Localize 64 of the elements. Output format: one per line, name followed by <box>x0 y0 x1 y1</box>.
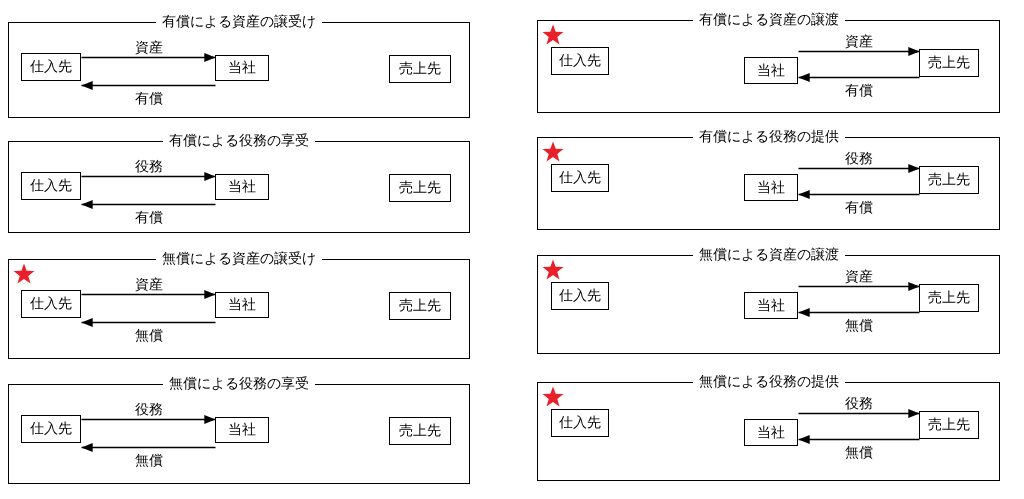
edge-label: 無償 <box>132 326 165 343</box>
party-box: 仕入先 <box>21 415 81 443</box>
panel-title: 無償による役務の享受 <box>163 374 315 392</box>
arrow <box>797 308 921 317</box>
edge-label: 資産 <box>843 32 875 49</box>
edge-label: 役務 <box>132 400 165 417</box>
arrow <box>797 282 921 291</box>
party-box: 売上先 <box>919 49 979 77</box>
party-box: 仕入先 <box>21 53 81 81</box>
panel-title: 無償による役務の提供 <box>692 372 845 390</box>
edge-label: 無償 <box>843 443 875 460</box>
panel-title: 有償による資産の譲受け <box>156 12 322 30</box>
edge-label: 有償 <box>132 89 165 106</box>
edge-label: 役務 <box>843 149 875 166</box>
edge-label: 有償 <box>843 198 875 215</box>
panel-title: 有償による役務の提供 <box>692 127 845 145</box>
arrow <box>80 200 217 209</box>
party-box: 当社 <box>744 292 798 319</box>
edge-label: 資産 <box>843 267 875 284</box>
edge-label: 有償 <box>132 208 165 225</box>
arrow <box>80 172 217 181</box>
party-box: 当社 <box>215 417 269 443</box>
arrow <box>80 318 217 327</box>
party-box: 仕入先 <box>21 290 81 318</box>
panel-title: 有償による資産の譲渡 <box>692 10 845 28</box>
arrow <box>80 443 217 452</box>
party-box: 当社 <box>744 57 798 84</box>
party-box: 売上先 <box>919 284 979 312</box>
party-box: 売上先 <box>919 166 979 194</box>
party-box: 仕入先 <box>551 164 609 192</box>
party-box: 当社 <box>744 174 798 201</box>
edge-label: 無償 <box>843 316 875 333</box>
arrow <box>797 190 921 199</box>
panel-title: 無償による資産の譲渡 <box>692 245 845 263</box>
party-box: 売上先 <box>919 411 979 439</box>
panel-title: 有償による役務の享受 <box>163 131 315 149</box>
arrow <box>797 409 921 418</box>
edge-label: 資産 <box>132 275 165 292</box>
party-box: 売上先 <box>389 55 451 83</box>
party-box: 当社 <box>744 419 798 446</box>
edge-label: 無償 <box>132 451 165 468</box>
party-box: 当社 <box>215 174 269 200</box>
edge-label: 役務 <box>843 394 875 411</box>
arrow <box>797 164 921 173</box>
edge-label: 有償 <box>843 81 875 98</box>
party-box: 仕入先 <box>551 282 609 310</box>
arrow <box>797 435 921 444</box>
party-box: 仕入先 <box>21 172 81 200</box>
party-box: 売上先 <box>389 174 451 202</box>
party-box: 売上先 <box>389 292 451 320</box>
arrow <box>80 415 217 424</box>
arrow <box>80 81 217 90</box>
arrow <box>797 47 921 56</box>
arrow <box>80 290 217 299</box>
party-box: 仕入先 <box>551 409 609 437</box>
edge-label: 役務 <box>132 157 165 174</box>
arrow <box>80 53 217 62</box>
party-box: 売上先 <box>389 417 451 445</box>
panel-title: 無償による資産の譲受け <box>156 249 322 267</box>
party-box: 当社 <box>215 55 269 81</box>
party-box: 当社 <box>215 292 269 318</box>
arrow <box>797 73 921 82</box>
edge-label: 資産 <box>132 38 165 55</box>
party-box: 仕入先 <box>551 47 609 75</box>
